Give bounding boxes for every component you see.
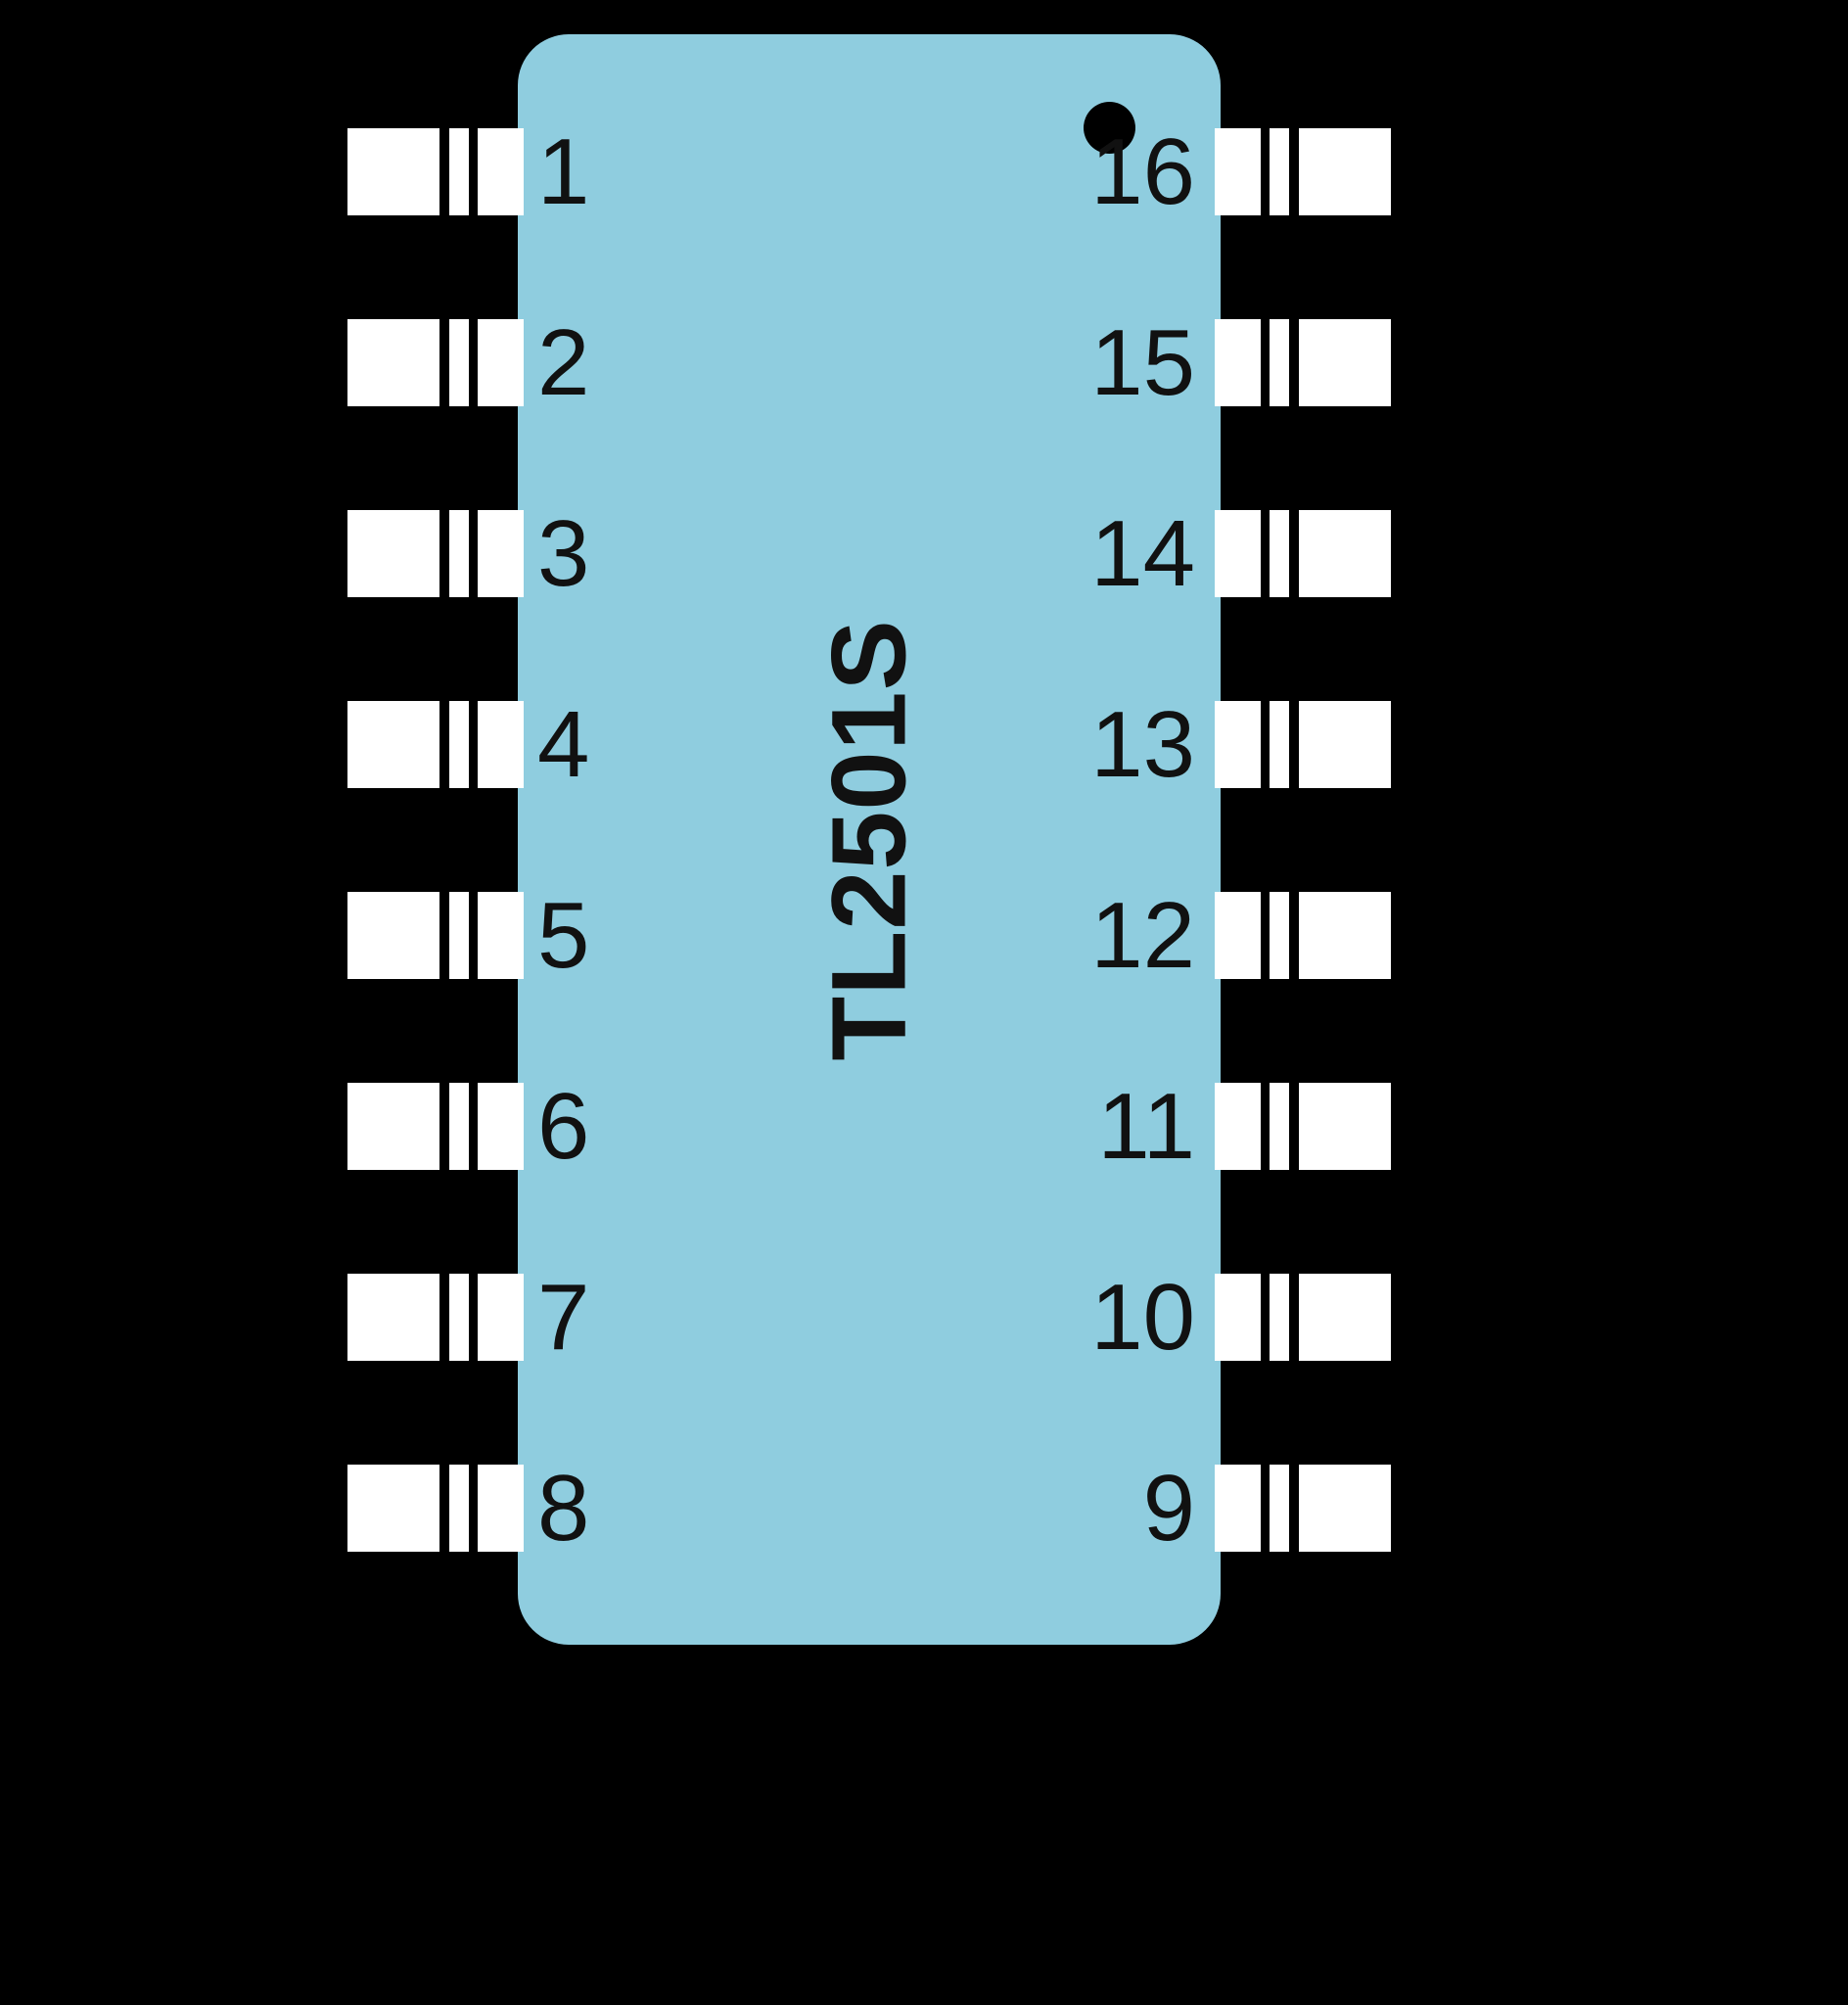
pin-14-lead-inner bbox=[1215, 510, 1261, 597]
pin-4-lead-inner bbox=[478, 701, 524, 788]
pin-8-lead-middle bbox=[449, 1465, 469, 1552]
pin-11[interactable] bbox=[1215, 1083, 1391, 1170]
pin-12-lead-outer bbox=[1299, 892, 1391, 979]
pin-3-lead-middle bbox=[449, 510, 469, 597]
pin-10-lead-middle bbox=[1270, 1274, 1289, 1361]
chip-label-container: TL2501S bbox=[518, 34, 1221, 1645]
pin-10[interactable] bbox=[1215, 1274, 1391, 1361]
pin-number-8: 8 bbox=[537, 1456, 590, 1561]
pin-number-14: 14 bbox=[1090, 501, 1195, 606]
pin-12[interactable] bbox=[1215, 892, 1391, 979]
pin-6-lead-inner bbox=[478, 1083, 524, 1170]
pin-number-2: 2 bbox=[537, 310, 590, 415]
pin-7-lead-outer bbox=[347, 1274, 439, 1361]
pin-16-lead-middle bbox=[1270, 128, 1289, 215]
chip-body[interactable]: TL2501S bbox=[518, 34, 1221, 1645]
pin-14-lead-outer bbox=[1299, 510, 1391, 597]
pin-13-lead-middle bbox=[1270, 701, 1289, 788]
pin-7[interactable] bbox=[347, 1274, 524, 1361]
pin-2-lead-outer bbox=[347, 319, 439, 406]
pin-number-1: 1 bbox=[537, 119, 590, 224]
pin-14[interactable] bbox=[1215, 510, 1391, 597]
pin-number-3: 3 bbox=[537, 501, 590, 606]
pin-1-lead-inner bbox=[478, 128, 524, 215]
pin-9-lead-inner bbox=[1215, 1465, 1261, 1552]
pin-3-lead-inner bbox=[478, 510, 524, 597]
pin-1-lead-outer bbox=[347, 128, 439, 215]
pin-5-lead-inner bbox=[478, 892, 524, 979]
pin-number-9: 9 bbox=[1142, 1456, 1195, 1561]
pin-9-lead-middle bbox=[1270, 1465, 1289, 1552]
pin-13-lead-outer bbox=[1299, 701, 1391, 788]
pin-number-16: 16 bbox=[1090, 119, 1195, 224]
pin-3-lead-outer bbox=[347, 510, 439, 597]
pin-12-lead-middle bbox=[1270, 892, 1289, 979]
pin-16-lead-inner bbox=[1215, 128, 1261, 215]
pin-number-4: 4 bbox=[537, 692, 590, 797]
pin-8[interactable] bbox=[347, 1465, 524, 1552]
pin-number-5: 5 bbox=[537, 883, 590, 988]
pin-number-15: 15 bbox=[1090, 310, 1195, 415]
pin-4-lead-middle bbox=[449, 701, 469, 788]
pin-12-lead-inner bbox=[1215, 892, 1261, 979]
chip-part-number-label: TL2501S bbox=[808, 618, 928, 1061]
pin-5-lead-outer bbox=[347, 892, 439, 979]
pin-number-13: 13 bbox=[1090, 692, 1195, 797]
pin-15-lead-middle bbox=[1270, 319, 1289, 406]
pin-2[interactable] bbox=[347, 319, 524, 406]
pin-13[interactable] bbox=[1215, 701, 1391, 788]
pin-9[interactable] bbox=[1215, 1465, 1391, 1552]
pin-number-10: 10 bbox=[1090, 1265, 1195, 1370]
pin-11-lead-inner bbox=[1215, 1083, 1261, 1170]
pin-4[interactable] bbox=[347, 701, 524, 788]
pin-number-7: 7 bbox=[537, 1265, 590, 1370]
pin-3[interactable] bbox=[347, 510, 524, 597]
pin-10-lead-outer bbox=[1299, 1274, 1391, 1361]
pin-15-lead-inner bbox=[1215, 319, 1261, 406]
pin-8-lead-outer bbox=[347, 1465, 439, 1552]
pin-4-lead-outer bbox=[347, 701, 439, 788]
pin-16-lead-outer bbox=[1299, 128, 1391, 215]
pin-2-lead-inner bbox=[478, 319, 524, 406]
pin-15[interactable] bbox=[1215, 319, 1391, 406]
pin-8-lead-inner bbox=[478, 1465, 524, 1552]
pin-15-lead-outer bbox=[1299, 319, 1391, 406]
pin-11-lead-middle bbox=[1270, 1083, 1289, 1170]
pin-5-lead-middle bbox=[449, 892, 469, 979]
pin-1-indicator-dot bbox=[1084, 102, 1135, 154]
pin-number-12: 12 bbox=[1090, 883, 1195, 988]
pin-10-lead-inner bbox=[1215, 1274, 1261, 1361]
pin-6-lead-middle bbox=[449, 1083, 469, 1170]
pin-7-lead-middle bbox=[449, 1274, 469, 1361]
pin-11-lead-outer bbox=[1299, 1083, 1391, 1170]
pin-number-6: 6 bbox=[537, 1074, 590, 1179]
pin-number-11: 11 bbox=[1097, 1074, 1195, 1179]
pin-1[interactable] bbox=[347, 128, 524, 215]
pin-2-lead-middle bbox=[449, 319, 469, 406]
pin-6[interactable] bbox=[347, 1083, 524, 1170]
pin-13-lead-inner bbox=[1215, 701, 1261, 788]
pin-14-lead-middle bbox=[1270, 510, 1289, 597]
pin-6-lead-outer bbox=[347, 1083, 439, 1170]
pin-5[interactable] bbox=[347, 892, 524, 979]
pin-16[interactable] bbox=[1215, 128, 1391, 215]
pin-7-lead-inner bbox=[478, 1274, 524, 1361]
pin-9-lead-outer bbox=[1299, 1465, 1391, 1552]
pin-1-lead-middle bbox=[449, 128, 469, 215]
